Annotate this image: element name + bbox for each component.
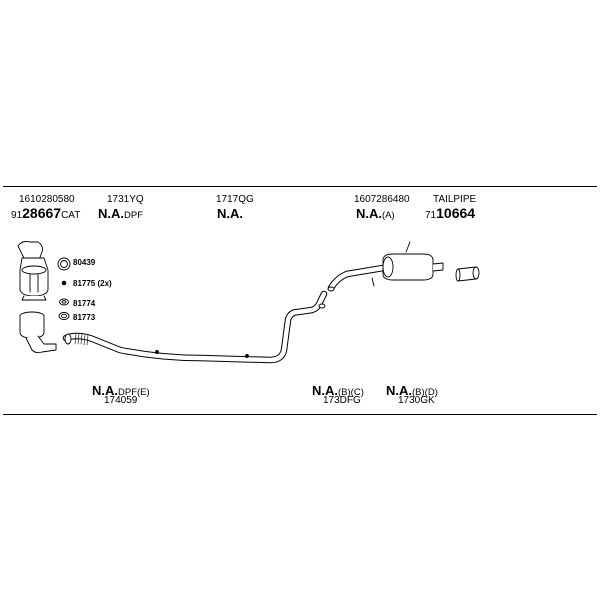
rear-label: N.A.(A) [356, 206, 395, 221]
dpf-label: N.A.DPF [98, 206, 143, 221]
bd-label: N.A.(B)(D) [386, 383, 438, 398]
legend-bolt: 81775 (2x) [73, 279, 112, 288]
dpf-e-label: N.A.DPF(E) [92, 383, 150, 398]
clamp-icon [57, 257, 71, 271]
tailpipe-trim [455, 266, 480, 282]
bc-label: N.A.(B)(C) [312, 383, 364, 398]
rear-muffler [327, 241, 444, 292]
dpf-unit [19, 311, 57, 354]
dpf-ref: 1731YQ [107, 194, 144, 205]
legend-gasket: 81774 [73, 299, 96, 308]
bc-ref: 173DFG [323, 395, 361, 406]
gasket-icon [59, 298, 69, 306]
front-pipe [62, 290, 328, 364]
tail-part-number: 7110664 [425, 205, 476, 221]
catalytic-converter [17, 241, 49, 301]
mid-label: N.A. [217, 206, 243, 221]
seal-icon [58, 312, 70, 320]
bolt-icon [61, 280, 67, 286]
diagram-frame [3, 186, 597, 415]
dpf-e-ref: 174059 [104, 395, 138, 406]
legend-seal: 81773 [73, 313, 96, 322]
legend-clamp: 80439 [73, 258, 96, 267]
rear-ref: 1607286480 [354, 194, 410, 205]
cat-ref: 1610280580 [19, 194, 75, 205]
cat-part-number: 9128667CAT [11, 205, 81, 221]
bd-ref: 1730GK [398, 395, 435, 406]
mid-ref: 1717QG [216, 194, 254, 205]
tail-ref: TAILPIPE [433, 194, 477, 205]
